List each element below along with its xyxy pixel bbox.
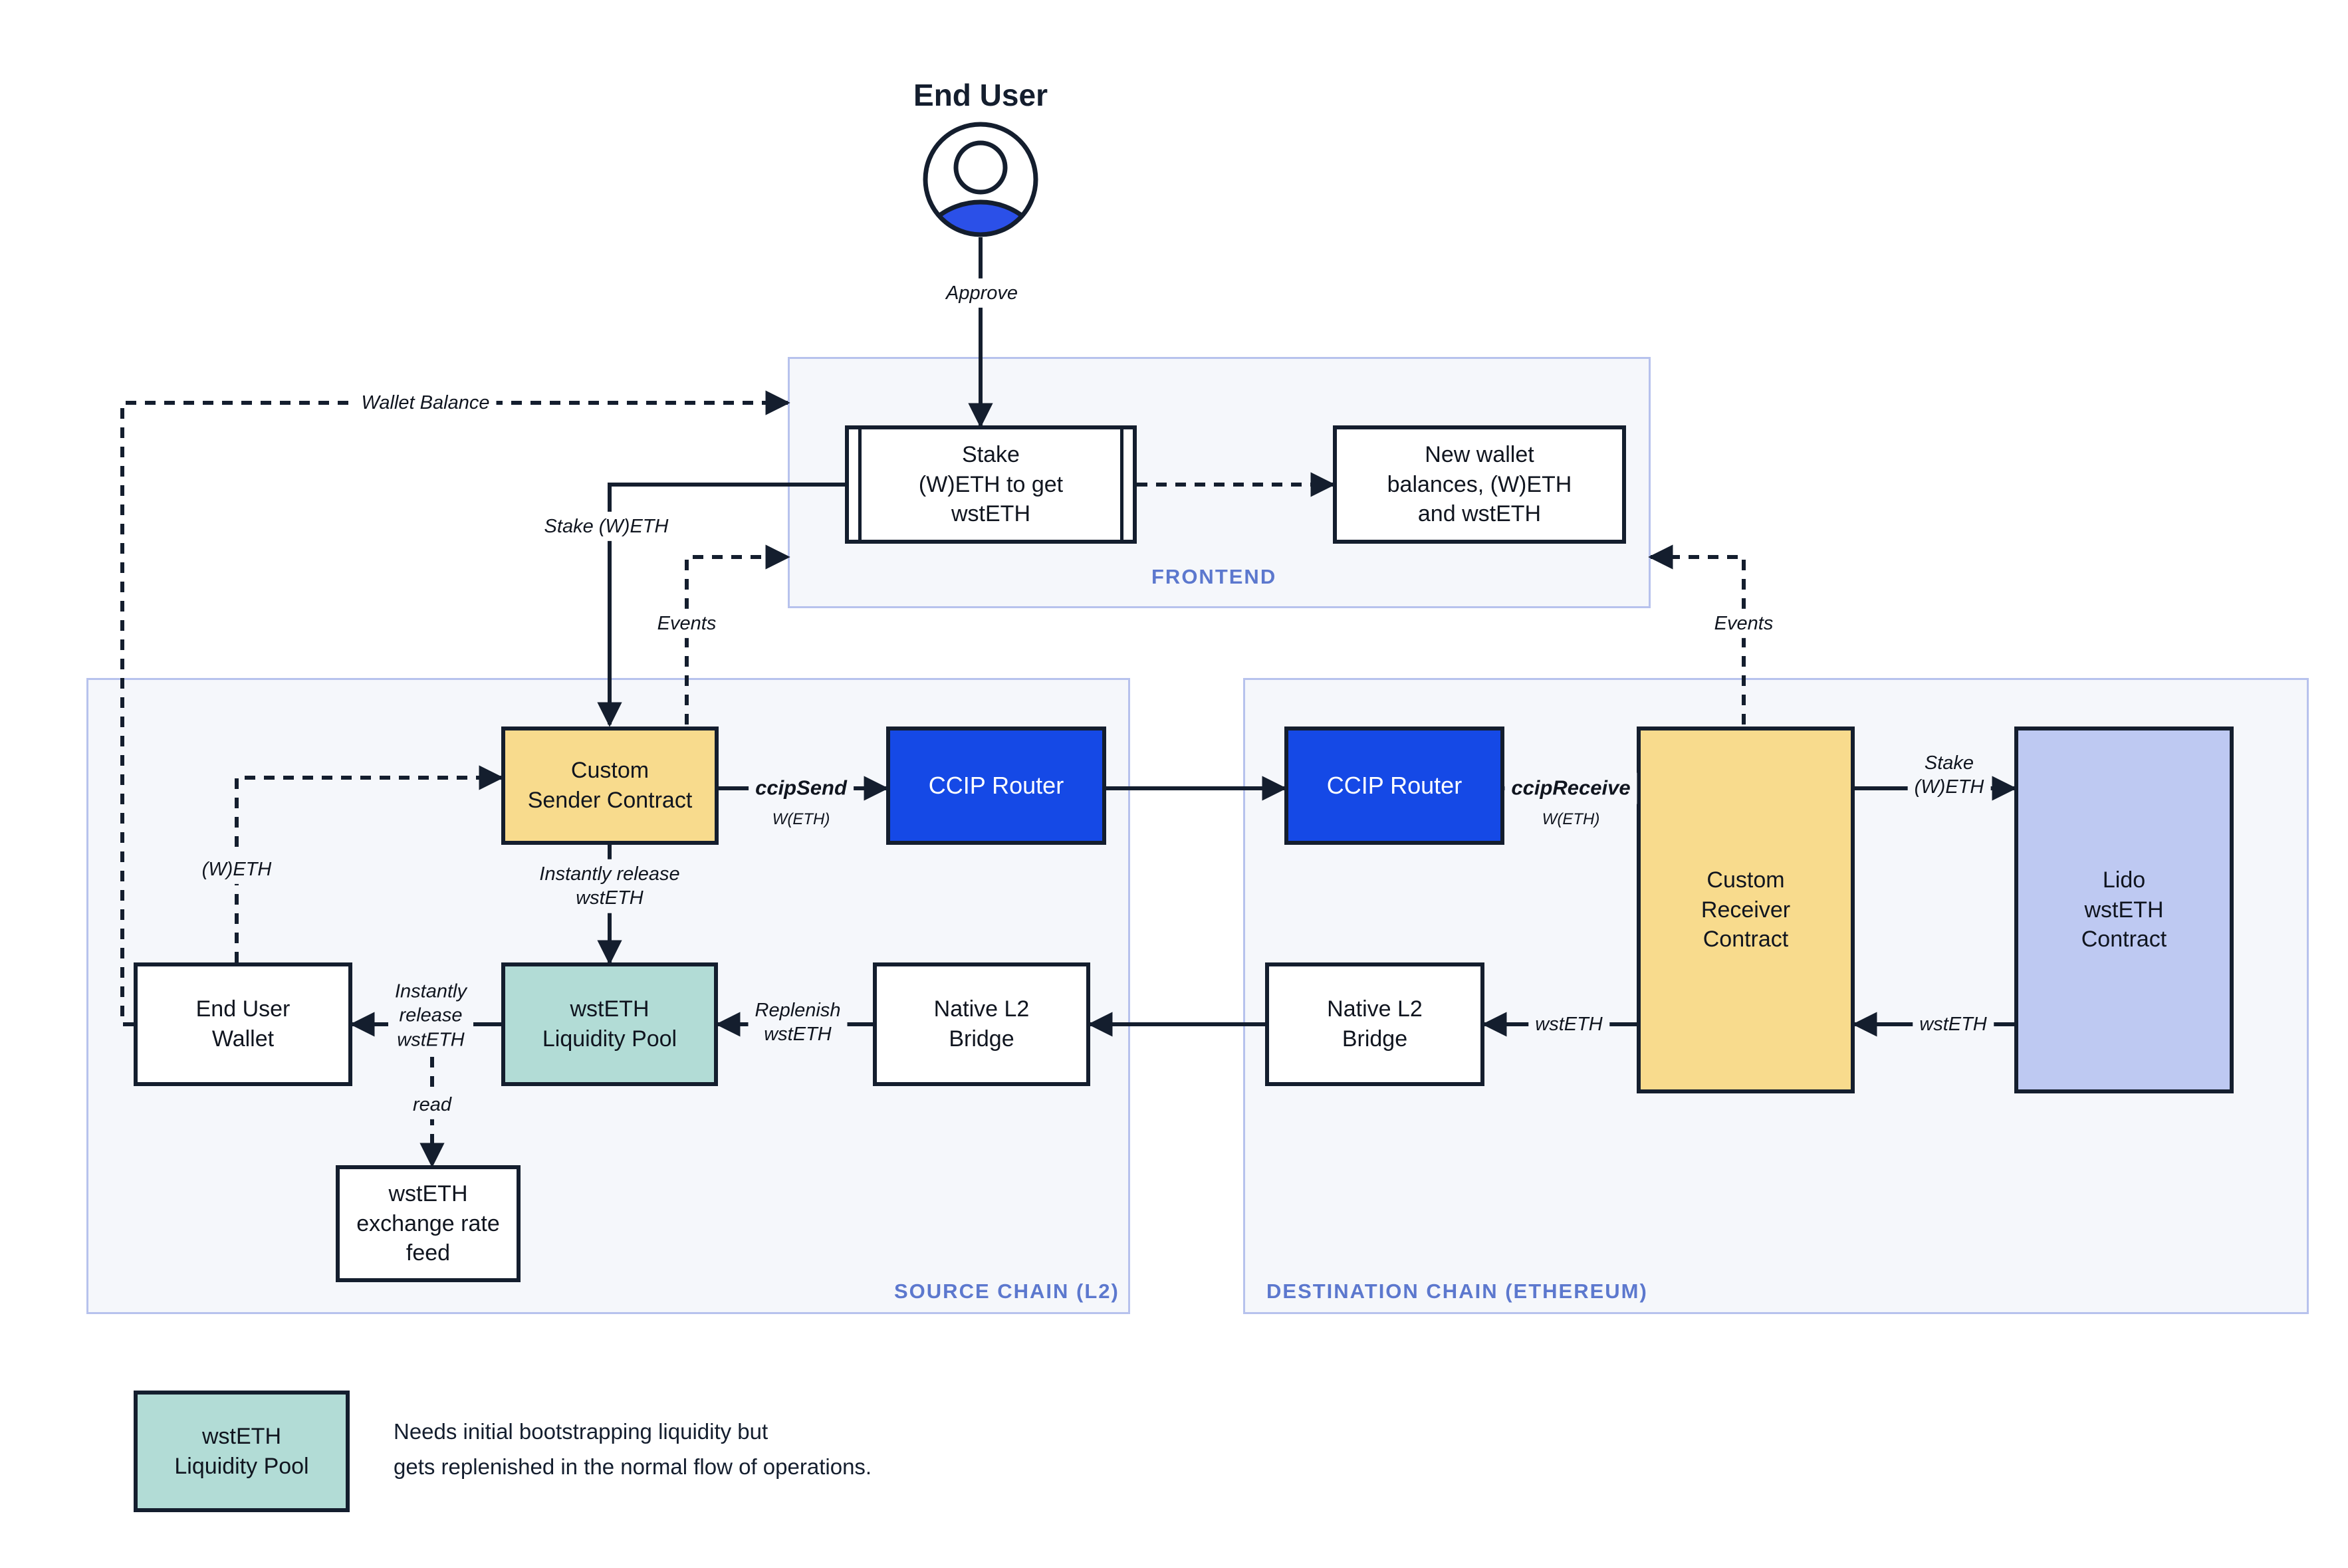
node-end-user-wallet-label: End User Wallet [195,996,291,1052]
node-lido-contract-label: Lido wstETH Contract [2081,867,2167,952]
label-events-right: Events [1707,608,1780,639]
node-ccip-router-eth-label: CCIP Router [1326,772,1463,800]
label-ccipsend-sub: W(ETH) [765,810,837,830]
node-stake-widget: Stake (W)ETH to get wstETH [845,425,1137,544]
label-read: read [406,1089,459,1120]
label-stake-weth: Stake (W)ETH [537,511,675,542]
legend-note: Needs initial bootstrapping liquidity bu… [394,1419,872,1479]
label-replenish: Replenish wstETH [748,995,848,1050]
node-custom-sender-label: Custom Sender Contract [527,758,693,813]
label-ccipreceive: ccipReceive [1504,772,1637,804]
label-ccipsend: ccipSend [749,772,854,804]
node-rate-feed-label: wstETH exchange rate feed [356,1180,500,1266]
node-new-wallet-label: New wallet balances, (W)ETH and wstETH [1387,441,1572,527]
avatar-shoulders [927,199,1034,233]
legend-swatch-label: wstETH Liquidity Pool [174,1423,309,1479]
destination-chain-label: DESTINATION CHAIN (ETHEREUM) [1266,1280,1648,1303]
label-approve: Approve [939,278,1025,308]
edge-events-left [685,544,790,725]
label-instant-release-horizontal: Instantly release wstETH [388,976,473,1055]
node-native-bridge-l2-label: Native L2 Bridge [933,996,1030,1052]
source-chain-label: SOURCE CHAIN (L2) [894,1280,1119,1303]
label-stake-weth-right: Stake (W)ETH [1907,748,1991,802]
node-liquidity-pool-label: wstETH Liquidity Pool [542,996,677,1052]
avatar-head [953,140,1008,195]
label-weth-dashed: (W)ETH [195,854,279,885]
label-instant-release-vertical: Instantly release wstETH [532,859,687,913]
node-custom-receiver: Custom Receiver Contract [1637,727,1855,1093]
node-ccip-router-l2-label: CCIP Router [928,772,1064,800]
end-user-title: End User [913,78,1048,112]
node-stake-widget-label: Stake (W)ETH to get wstETH [918,441,1064,527]
edge-wallet-balance [120,390,790,1026]
end-user-avatar [923,122,1038,237]
node-custom-receiver-label: Custom Receiver Contract [1701,867,1791,952]
subroutine-bar-right [1120,429,1123,540]
edge-stake-weth [597,483,845,727]
node-lido-contract: Lido wstETH Contract [2014,727,2234,1093]
node-liquidity-pool: wstETH Liquidity Pool [501,962,718,1086]
node-rate-feed: wstETH exchange rate feed [336,1165,521,1282]
node-custom-sender: Custom Sender Contract [501,727,719,845]
legend-swatch: wstETH Liquidity Pool [134,1391,350,1512]
edge-weth-dashed [235,765,504,962]
node-ccip-router-eth: CCIP Router [1284,727,1504,845]
node-new-wallet: New wallet balances, (W)ETH and wstETH [1333,425,1626,544]
label-events-left: Events [650,608,723,639]
label-wsteth-receiver-bridge: wstETH [1528,1009,1609,1040]
label-ccipreceive-sub: W(ETH) [1535,810,1607,830]
node-native-bridge-eth-label: Native L2 Bridge [1327,996,1423,1052]
label-wallet-balance: Wallet Balance [354,388,497,418]
subroutine-bar-left [858,429,862,540]
avatar-ring [923,122,1038,237]
node-ccip-router-l2: CCIP Router [886,727,1106,845]
label-wsteth-lido-receiver: wstETH [1913,1009,1994,1040]
frontend-label: FRONTEND [1151,565,1277,588]
node-native-bridge-eth: Native L2 Bridge [1265,962,1484,1086]
node-native-bridge-l2: Native L2 Bridge [873,962,1090,1086]
edge-events-right [1648,544,1746,725]
node-end-user-wallet: End User Wallet [134,962,352,1086]
